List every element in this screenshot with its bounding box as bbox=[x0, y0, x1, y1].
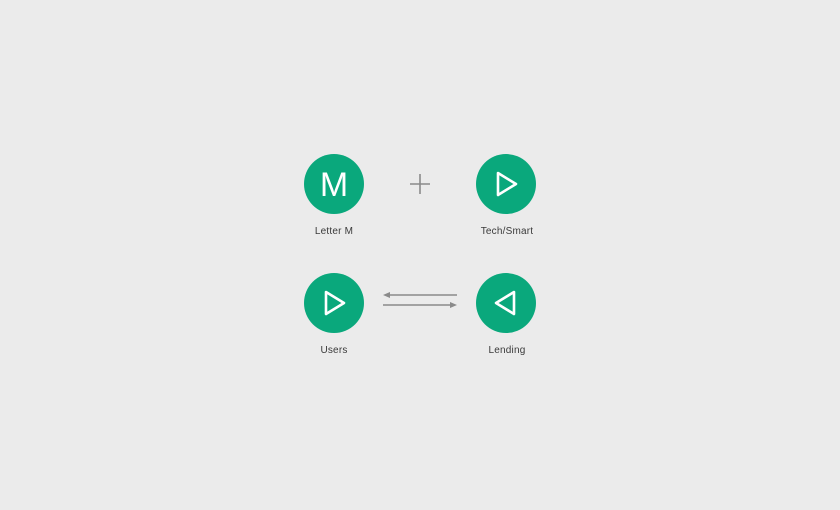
tech-smart-node bbox=[476, 154, 536, 214]
tech-smart-label: Tech/Smart bbox=[480, 226, 534, 237]
letter-m-icon: M bbox=[319, 165, 349, 204]
lending-node bbox=[476, 273, 536, 333]
users-label: Users bbox=[320, 345, 348, 356]
lending-label: Lending bbox=[488, 345, 526, 356]
users-node bbox=[304, 273, 364, 333]
play-triangle-right-icon bbox=[496, 171, 518, 197]
letter-m-label: Letter M bbox=[314, 226, 354, 237]
play-triangle-right-icon bbox=[324, 290, 346, 316]
play-triangle-left-icon bbox=[494, 290, 516, 316]
bidirectional-arrows-icon bbox=[383, 292, 457, 308]
plus-icon bbox=[410, 174, 430, 194]
letter-m-node: M bbox=[304, 154, 364, 214]
